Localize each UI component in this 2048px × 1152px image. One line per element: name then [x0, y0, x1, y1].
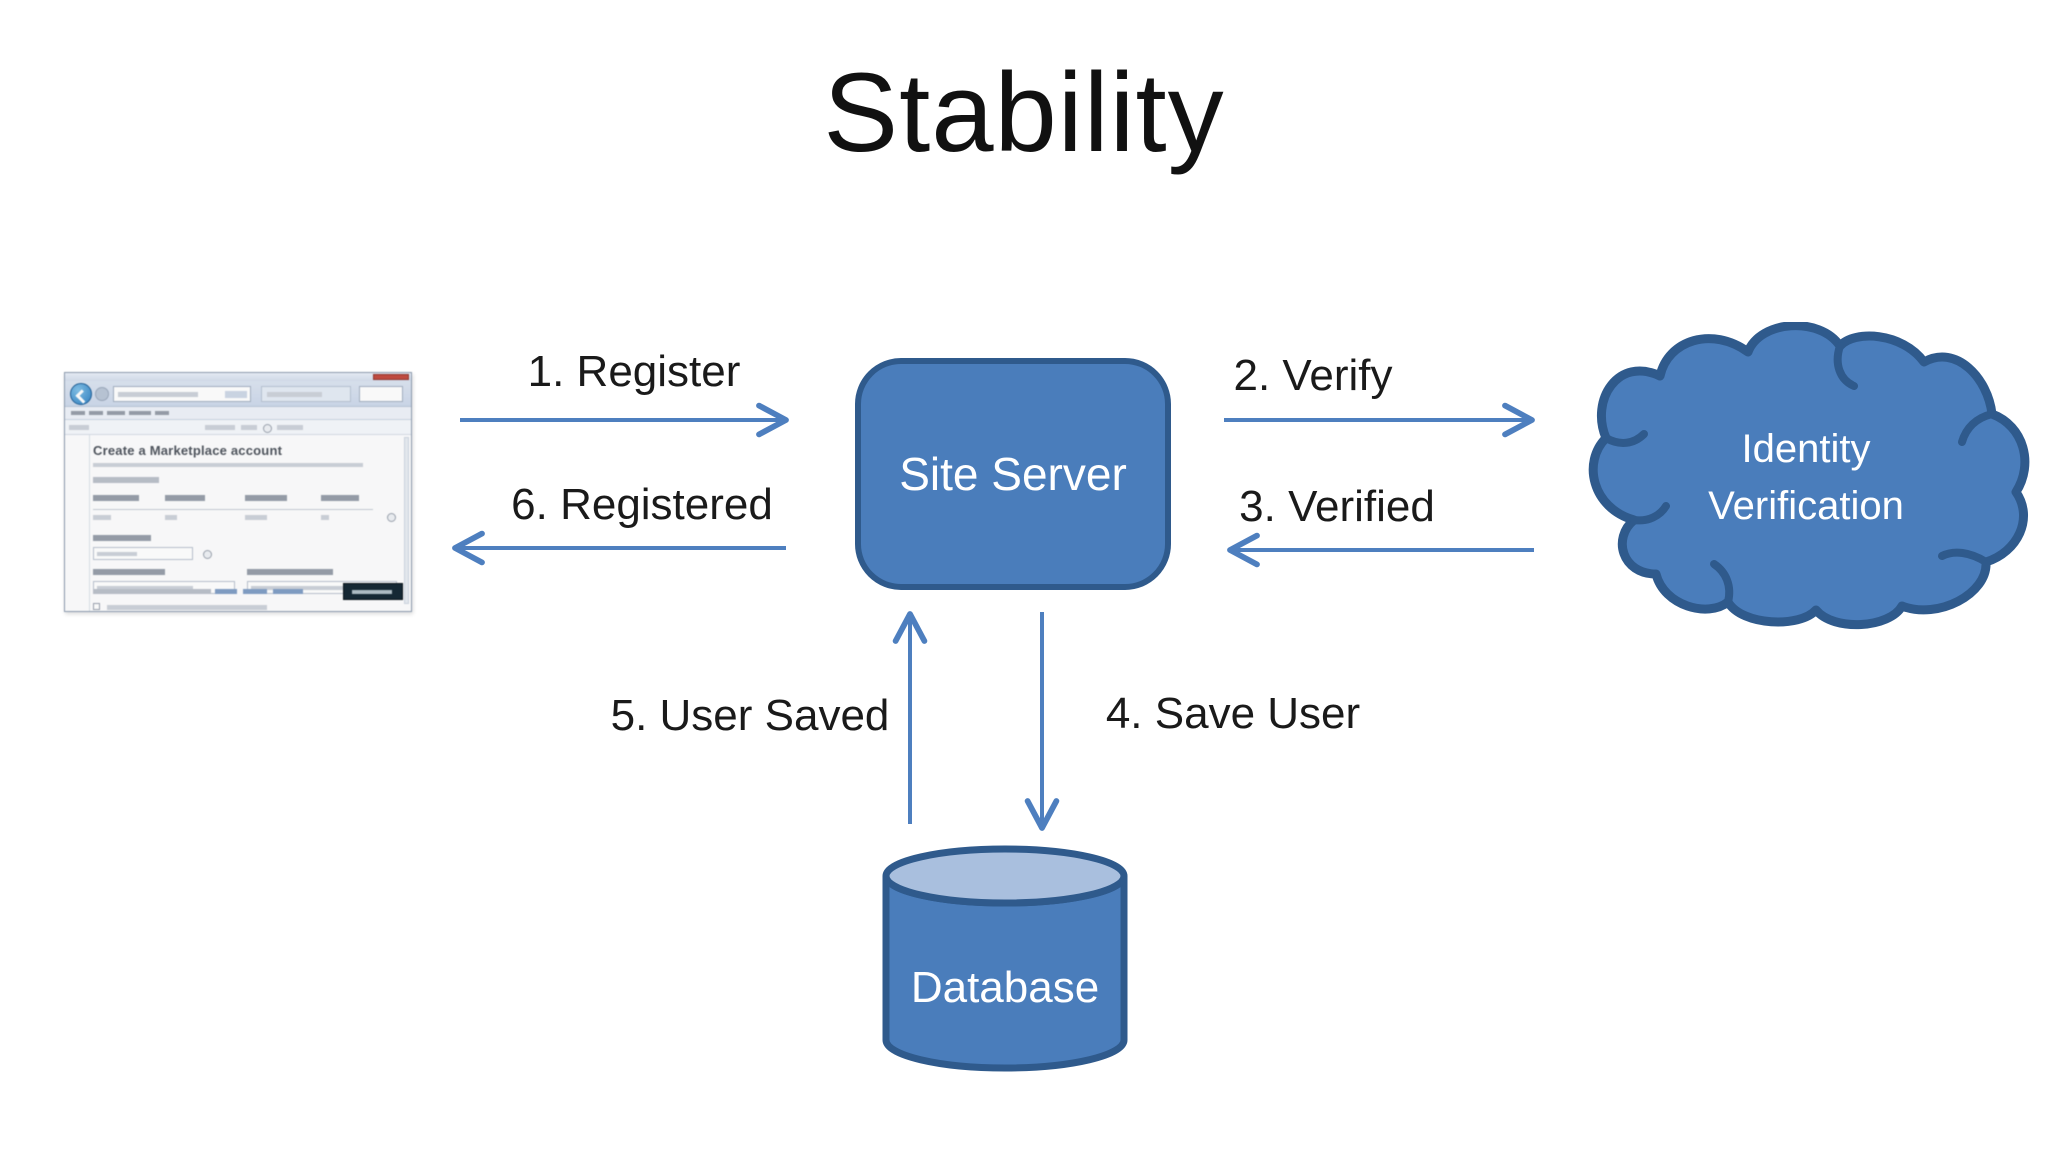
- browser-favorites-bar: [65, 420, 411, 435]
- database-label: Database: [910, 963, 1100, 1012]
- save-button-placeholder: [343, 583, 403, 600]
- flow-label-verify: 2. Verify: [1233, 351, 1393, 400]
- menu-item-placeholder: [107, 411, 125, 415]
- input-value-placeholder: [97, 586, 193, 590]
- identity-line: Identity: [1741, 427, 1871, 471]
- browser-page-content: Create a Marketplace account: [65, 435, 411, 611]
- url-placeholder: [118, 392, 198, 397]
- row-divider: [93, 509, 373, 510]
- favorites-icon: [263, 424, 272, 433]
- checkbox-label-placeholder: [107, 605, 267, 610]
- node-site-server: Site Server: [855, 358, 1171, 590]
- page-title: Stability: [823, 50, 1225, 175]
- tab-title-placeholder: [267, 392, 322, 397]
- help-icon: [387, 513, 396, 522]
- favorites-placeholder: [277, 425, 303, 430]
- cloud-shape: [1588, 321, 2030, 630]
- field-label-placeholder: [165, 495, 205, 501]
- info-icon: [203, 550, 212, 559]
- flow-label-user-saved: 5. User Saved: [610, 691, 890, 740]
- section-label-placeholder: [93, 477, 159, 483]
- browser-nav-bar: [65, 381, 411, 407]
- browser-screenshot: Create a Marketplace account: [64, 372, 412, 612]
- field-label-placeholder: [245, 495, 287, 501]
- menu-item-placeholder: [89, 411, 103, 415]
- subtitle-placeholder: [93, 463, 363, 467]
- address-bar: [113, 386, 251, 402]
- checkbox-placeholder: [93, 603, 100, 610]
- menu-item-placeholder: [129, 411, 151, 415]
- database-cylinder: [882, 845, 1128, 1072]
- menu-item-placeholder: [155, 411, 169, 415]
- browser-titlebar: [65, 373, 411, 381]
- site-server-label: Site Server: [899, 448, 1127, 500]
- scrollbar: [404, 437, 409, 605]
- favorites-placeholder: [241, 425, 257, 430]
- footer-text-placeholder: [93, 589, 211, 594]
- address-icons: [225, 391, 247, 398]
- field-label-placeholder: [247, 569, 333, 575]
- input-placeholder: [93, 547, 193, 560]
- back-icon: [70, 383, 92, 405]
- flow-label-save-user: 4. Save User: [1105, 689, 1361, 738]
- verification-line: Verification: [1708, 484, 1904, 528]
- input-value-placeholder: [251, 586, 351, 590]
- field-value-placeholder: [165, 515, 177, 520]
- favorites-placeholder: [69, 425, 89, 430]
- content-gutter: [89, 435, 90, 611]
- forward-icon: [95, 387, 109, 401]
- field-label-placeholder: [93, 495, 139, 501]
- footer-link-placeholder: [243, 589, 267, 594]
- close-icon: [373, 374, 409, 380]
- field-value-placeholder: [245, 515, 267, 520]
- node-database: Database: [878, 840, 1132, 1080]
- page-heading: Create a Marketplace account: [93, 443, 283, 458]
- menu-item-placeholder: [71, 411, 85, 415]
- footer-link-placeholder: [215, 589, 237, 594]
- search-box: [359, 386, 403, 402]
- field-value-placeholder: [321, 515, 329, 520]
- browser-menu-bar: [65, 407, 411, 420]
- identity-verification-label: Identity Verification: [1708, 421, 1904, 535]
- node-identity-verification: Identity Verification: [1572, 321, 2040, 634]
- favorites-placeholder: [205, 425, 235, 430]
- flow-label-register: 1. Register: [527, 347, 741, 396]
- field-label-placeholder: [321, 495, 359, 501]
- cloud-outline: [1588, 321, 2030, 630]
- field-value-placeholder: [93, 515, 111, 520]
- cloud-inner-arcs: [1602, 342, 1996, 606]
- field-label-placeholder: [93, 569, 165, 575]
- flow-label-registered: 6. Registered: [511, 480, 773, 529]
- tab-bar: [261, 386, 351, 402]
- cylinder-top: [882, 845, 1128, 907]
- input-value-placeholder: [97, 552, 137, 556]
- field-label-placeholder: [93, 535, 151, 541]
- flow-label-verified: 3. Verified: [1239, 482, 1435, 531]
- button-text-placeholder: [352, 590, 392, 594]
- footer-link-placeholder: [273, 589, 303, 594]
